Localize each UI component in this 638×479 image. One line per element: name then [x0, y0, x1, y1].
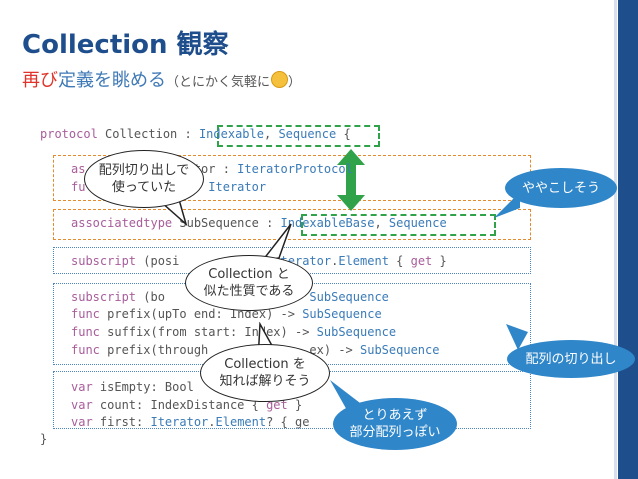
smiley-emoji-icon: [271, 71, 289, 88]
code-line-close: }: [40, 432, 48, 446]
group-box-subsequence: [53, 209, 531, 240]
callout-understand: Collection を知れば解りそう: [200, 344, 330, 402]
slide-title: Collection 観察: [22, 30, 229, 60]
subtitle-note: （とにかく気軽に: [166, 75, 271, 90]
subtitle-main: 定義を眺める: [58, 70, 166, 91]
callout-array-slice: 配列の切り出し: [507, 340, 635, 378]
code-line-12: var first: Iterator.Element? { ge: [71, 415, 310, 429]
code-line-4: associatedtype SubSequence : IndexableBa…: [71, 216, 447, 230]
callout-tail-array-slice: [506, 324, 528, 350]
highlight-subsequence-conformance: [301, 214, 496, 236]
subtitle-close: ）: [288, 75, 302, 90]
side-accent-bar: [618, 0, 638, 479]
code-line-10: var isEmpty: Bool: [71, 380, 194, 394]
subtitle-accent: 再び: [22, 70, 58, 91]
code-line-8: func suffix(from start: Index) -> SubSeq…: [71, 325, 397, 339]
side-accent-line: [614, 0, 617, 479]
callout-slice-used: 配列切り出しで使っていた: [84, 150, 204, 208]
callout-similar: Collection と似た性質である: [185, 255, 313, 311]
double-arrow-icon: [337, 149, 365, 211]
highlight-protocol-conformance: [217, 125, 380, 147]
callout-array-like: とりあえず部分配列っぽい: [333, 398, 457, 450]
callout-complicated: ややこしそう: [505, 168, 617, 208]
code-line-9: func prefix(through ex) -> SubSequence: [71, 343, 440, 357]
code-line-1: protocol Collection : Indexable, Sequenc…: [40, 127, 351, 141]
slide-subtitle: 再び定義を眺める（とにかく気軽に ）: [22, 66, 301, 92]
